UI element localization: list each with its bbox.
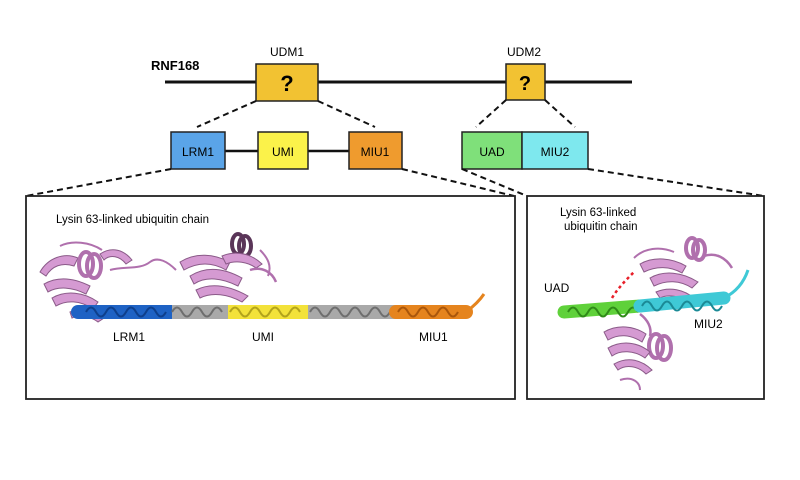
udm1-box: ? [255, 63, 319, 102]
helix-miu2-segment [633, 269, 750, 313]
panel-left-label-miu1: MIU1 [419, 330, 448, 344]
udm1-zoom-line-left [196, 100, 257, 128]
helix-lrm1-segment [71, 305, 179, 319]
domain-umi-label: UMI [272, 145, 294, 159]
panel-right-label-uad: UAD [544, 281, 570, 295]
udm2-label: UDM2 [507, 45, 541, 59]
domain-lrm1-box: LRM1 [170, 131, 226, 170]
panel-right-zoom-line-right [587, 168, 765, 197]
helix-umi-segment [228, 305, 308, 319]
domain-miu2-box: MIU2 [521, 131, 589, 170]
k63-linkage-dotted [610, 271, 635, 299]
udm2-zoom-line-right [544, 99, 576, 128]
helix-miu1-segment [389, 293, 486, 319]
helix-linker-gray-2 [308, 305, 396, 319]
udm2-question-mark: ? [519, 73, 531, 95]
domain-miu1-box: MIU1 [348, 131, 403, 170]
panel-left-label-lrm1: LRM1 [113, 330, 145, 344]
panel-right-title-line2: ubiquitin chain [564, 221, 638, 233]
panel-left-zoom-line-right [401, 168, 515, 197]
domain-lrm1-label: LRM1 [182, 145, 214, 159]
structure-panel-right: Lysin 63-linked ubiquitin chain [526, 195, 765, 400]
ubiquitin-structure-right-bottom [603, 313, 673, 391]
udm1-label: UDM1 [270, 45, 304, 59]
domain-umi-box: UMI [257, 131, 309, 170]
structure-panel-left: Lysin 63-linked ubiquitin chain [25, 195, 516, 400]
domain-uad-box: UAD [461, 131, 523, 170]
udm1-zoom-line-right [317, 100, 376, 128]
panel-left-label-umi: UMI [252, 330, 274, 344]
domain-miu1-label: MIU1 [361, 145, 390, 159]
udm1-question-mark: ? [280, 71, 293, 96]
panel-left-title: Lysin 63-linked ubiquitin chain [56, 214, 209, 226]
udm2-box: ? [505, 63, 546, 101]
panel-left-zoom-line-left [25, 168, 172, 197]
domain-miu2-label: MIU2 [541, 145, 570, 159]
panel-right-label-miu2: MIU2 [694, 317, 723, 331]
panel-right-title-line1: Lysin 63-linked [560, 207, 636, 219]
ubiquitin-structure-center [179, 232, 278, 303]
helix-linker-gray-1 [171, 305, 228, 319]
protein-name: RNF168 [151, 58, 199, 73]
udm2-zoom-line-left [475, 99, 507, 128]
panel-right-zoom-line-left [461, 168, 528, 197]
helix-uad-segment [557, 299, 647, 319]
domain-uad-label: UAD [479, 145, 505, 159]
